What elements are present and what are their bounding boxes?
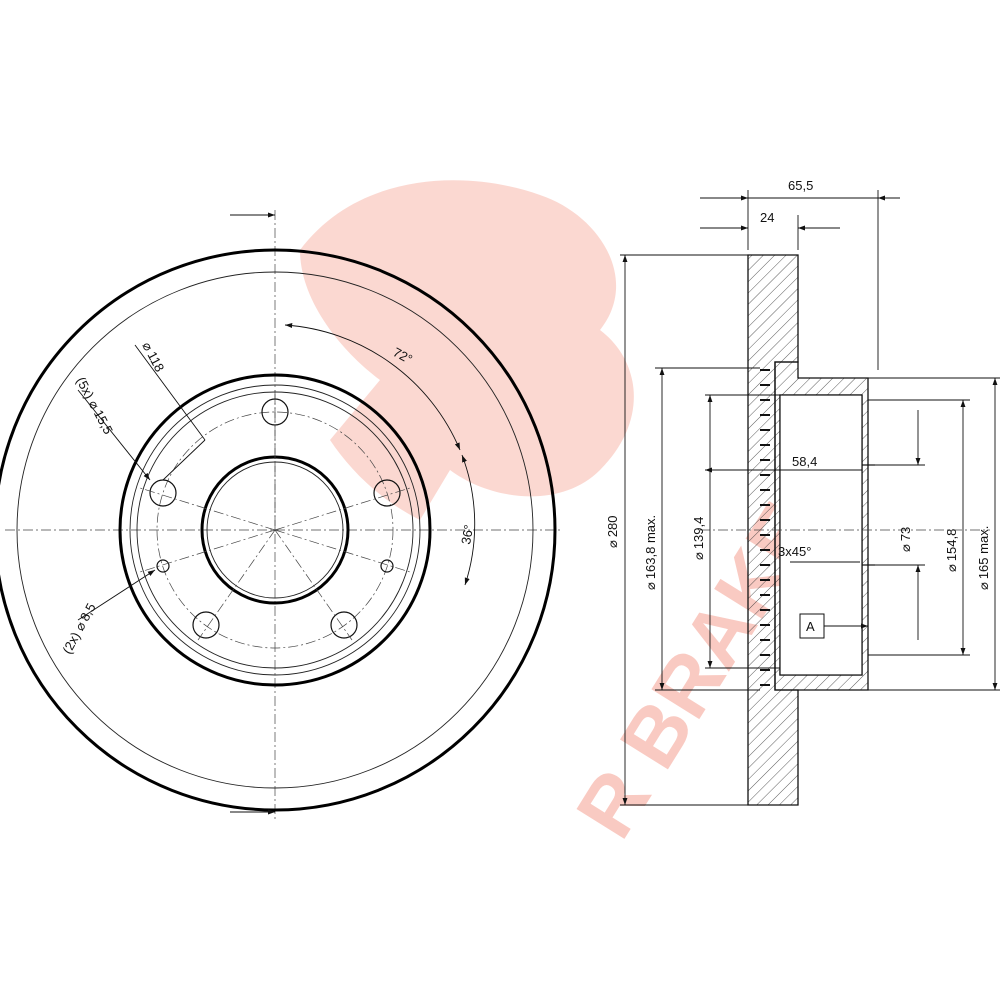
hat-rim <box>118 373 432 687</box>
bolt-hole <box>373 479 401 507</box>
label-datum: A <box>806 619 815 634</box>
pin-holes <box>156 559 394 573</box>
disc-outer-edge <box>0 248 557 812</box>
bolt-circle <box>156 411 394 649</box>
label-total-height: 65,5 <box>788 178 813 193</box>
label-offset: 58,4 <box>792 454 817 469</box>
vent-slots <box>760 369 770 686</box>
bolt-hole <box>149 479 177 507</box>
label-outer-diameter: ⌀280 <box>605 515 620 548</box>
bolt-hole <box>192 611 220 639</box>
label-bolt-holes: (5x)⌀15,5 <box>73 374 116 436</box>
pin-hole <box>380 559 394 573</box>
pin-hole <box>156 559 170 573</box>
label-hat-diameter: ⌀139,4 <box>691 517 706 560</box>
label-center-bore: ⌀73 <box>898 527 913 552</box>
label-pin-holes: (2x)⌀8,5 <box>59 601 98 657</box>
section-view: 65,5 24 ⌀280 ⌀163,8 max. ⌀139,4 58,4 3x4… <box>605 178 1000 806</box>
label-angle-pins: 36° <box>458 524 476 546</box>
label-hub-outer-diameter: ⌀165 max. <box>976 526 991 590</box>
label-thickness: 24 <box>760 210 774 225</box>
label-inner-rim-diameter: ⌀163,8 max. <box>643 515 658 590</box>
label-hub-diameter: ⌀154,8 <box>944 529 959 572</box>
bolt-hole <box>330 611 358 639</box>
label-chamfer: 3x45° <box>778 544 811 559</box>
datum-box <box>799 613 825 639</box>
